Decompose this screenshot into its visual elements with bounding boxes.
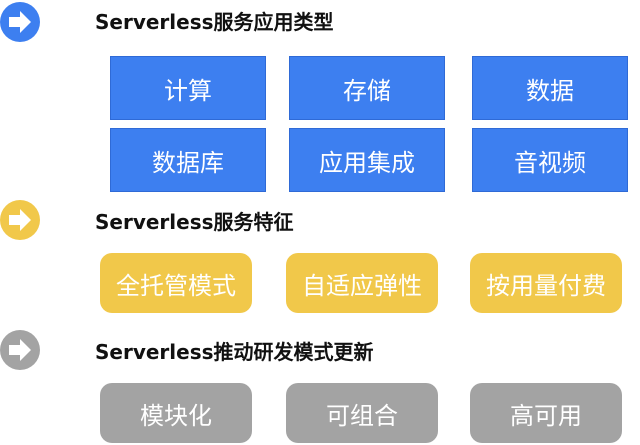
section-3-title: Serverless推动研发模式更新 [95,340,374,364]
section-2-title: Serverless服务特征 [95,210,294,234]
feature-auto-scaling: 自适应弹性 [286,253,438,313]
dev-high-availability: 高可用 [470,383,622,443]
section-1-arrow-icon [0,2,40,42]
section-1-title: Serverless服务应用类型 [95,10,334,34]
app-type-compute: 计算 [110,56,266,120]
app-type-app-integration: 应用集成 [289,128,445,192]
app-type-audio-video: 音视频 [472,128,628,192]
section-2-arrow-icon [0,200,40,240]
app-type-storage: 存储 [289,56,445,120]
section-3-arrow-icon [0,330,40,370]
feature-fully-managed: 全托管模式 [100,253,252,313]
dev-modular: 模块化 [100,383,252,443]
app-type-data: 数据 [472,56,628,120]
feature-pay-per-use: 按用量付费 [470,253,622,313]
dev-composable: 可组合 [286,383,438,443]
app-type-database: 数据库 [110,128,266,192]
